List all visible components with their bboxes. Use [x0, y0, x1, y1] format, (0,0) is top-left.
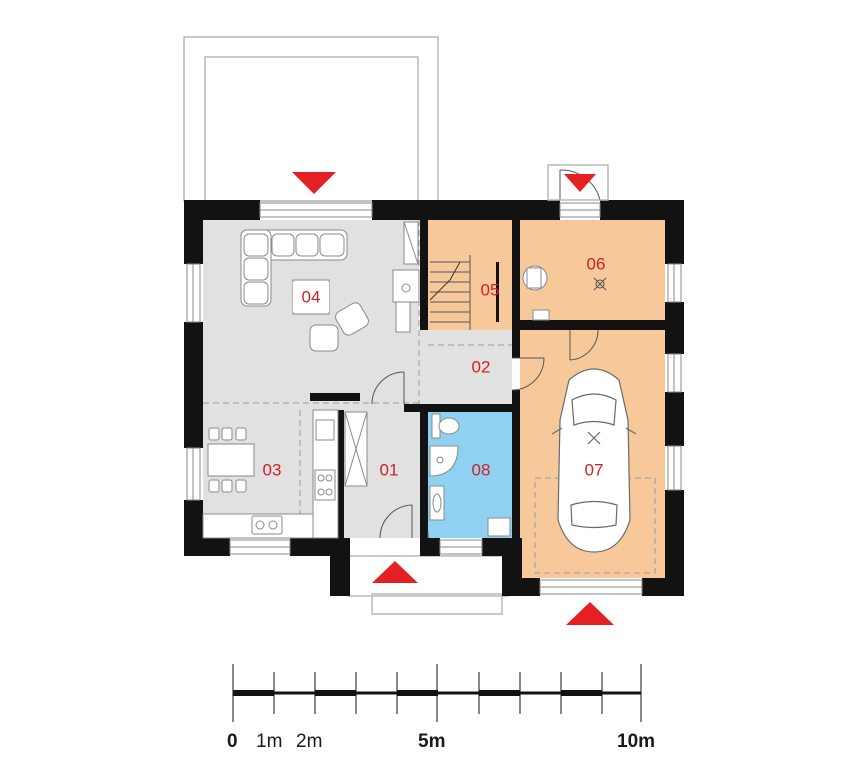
scale-label-5m: 5m [418, 731, 445, 752]
stair-rail [496, 262, 499, 322]
entrance-porch [347, 555, 509, 615]
sofa-icon [240, 229, 348, 307]
ceiling-light-icon [593, 277, 607, 291]
room-labels: 04 05 06 02 03 01 08 07 [263, 254, 606, 479]
room-label-04: 04 [302, 287, 321, 306]
room-label-02: 02 [472, 357, 491, 376]
room-label-box-04 [293, 282, 329, 312]
stove-icon [314, 469, 336, 501]
sink-icon [251, 515, 283, 535]
stairs [429, 255, 471, 330]
walls [184, 200, 684, 596]
boiler-icon [522, 265, 550, 321]
scale-label-10m: 10m [617, 731, 655, 752]
room-label-06: 06 [587, 254, 606, 273]
room-label-03: 03 [263, 460, 282, 479]
room-label-07: 07 [585, 460, 604, 479]
room-label-05: 05 [481, 280, 500, 299]
room-label-01: 01 [380, 460, 399, 479]
doors [371, 169, 601, 539]
shower-icon [429, 445, 459, 477]
cabinet-icon [392, 221, 420, 333]
bath-sink-icon [429, 485, 511, 537]
wardrobe [344, 411, 368, 487]
window-panes [192, 209, 675, 588]
room-floor-02 [419, 330, 512, 410]
room-label-08: 08 [472, 460, 491, 479]
terrace [183, 36, 439, 202]
armchair-icon [309, 302, 369, 352]
service-door-frame [547, 164, 609, 201]
car-icon [551, 368, 637, 553]
dining-table-icon [207, 427, 255, 493]
scale-label-2m: 2m [296, 731, 322, 752]
scale-label-1m: 1m [256, 731, 282, 752]
scale-label-0: 0 [227, 731, 238, 752]
toilet-icon [431, 413, 460, 439]
scale-bar: 0 1m 2m 5m 10m [227, 664, 655, 752]
fridge [315, 419, 335, 441]
entrance-arrow-icon [292, 172, 614, 625]
